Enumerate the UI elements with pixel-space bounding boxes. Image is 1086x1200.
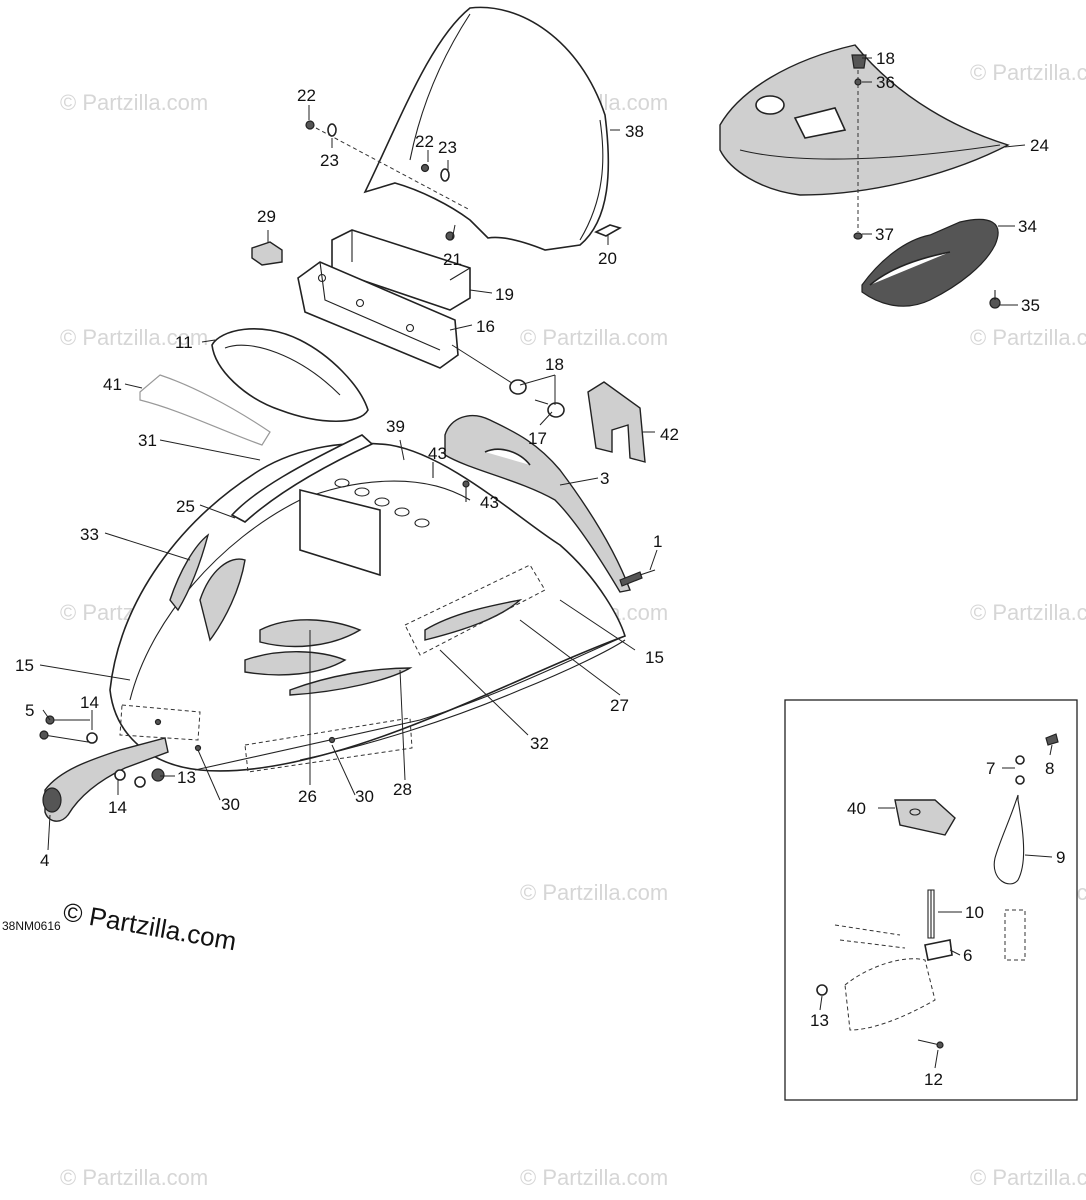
callout-4: 4: [40, 851, 49, 870]
callout-15: 15: [645, 648, 664, 667]
callout-40: 40: [847, 799, 866, 818]
callout-22: 22: [415, 132, 434, 151]
callout-labels: 22 23 22 23 21 38 20 19 16 29 11 41 31 2…: [15, 49, 1065, 1089]
leader-lines: [39, 57, 1053, 1069]
callout-28: 28: [393, 780, 412, 799]
callout-39: 39: [386, 417, 405, 436]
callout-9: 9: [1056, 848, 1065, 867]
callout-27: 27: [610, 696, 629, 715]
callout-30: 30: [355, 787, 374, 806]
watermark: © Partzilla.com: [520, 1165, 668, 1190]
front-bumper-part[interactable]: [42, 737, 169, 822]
clip-part[interactable]: [251, 241, 283, 266]
inset-detail-box: [784, 699, 1078, 1101]
callout-19: 19: [495, 285, 514, 304]
copyright-text: © Partzilla.com: [61, 896, 239, 956]
watermark: © Partzilla.com: [520, 325, 668, 350]
callout-1: 1: [653, 532, 662, 551]
drawing-code: 38NM0616: [2, 919, 61, 933]
storage-cover-part[interactable]: [719, 44, 1010, 196]
callout-13: 13: [177, 768, 196, 787]
callout-23: 23: [438, 138, 457, 157]
callout-8: 8: [1045, 759, 1054, 778]
callout-13: 13: [810, 1011, 829, 1030]
callout-30: 30: [221, 795, 240, 814]
molding-part[interactable]: [139, 374, 271, 446]
push-pin-part: [619, 569, 656, 587]
callout-29: 29: [257, 207, 276, 226]
callout-32: 32: [530, 734, 549, 753]
callout-43: 43: [480, 493, 499, 512]
watermark: © Partzilla.com: [520, 880, 668, 905]
callout-31: 31: [138, 431, 157, 450]
callout-23: 23: [320, 151, 339, 170]
watermark: © Partzilla.com: [60, 90, 208, 115]
console-part[interactable]: [297, 261, 459, 369]
callout-5: 5: [25, 701, 34, 720]
grommets: [451, 344, 565, 418]
watermark: © Partzilla.com: [970, 600, 1086, 625]
tether-cord: [993, 794, 1025, 885]
callout-12: 12: [924, 1070, 943, 1089]
clip-20-part[interactable]: [594, 224, 623, 237]
watermark: © Partzilla.com: [60, 325, 208, 350]
watermark: © Partzilla.com: [970, 1165, 1086, 1190]
callout-24: 24: [1030, 136, 1049, 155]
callout-43: 43: [428, 444, 447, 463]
callout-18: 18: [545, 355, 564, 374]
callout-18: 18: [876, 49, 895, 68]
screw-43: [432, 462, 470, 502]
callout-33: 33: [80, 525, 99, 544]
callout-6: 6: [963, 946, 972, 965]
hood-part[interactable]: [109, 442, 626, 773]
callout-15: 15: [15, 656, 34, 675]
callout-14: 14: [108, 798, 127, 817]
callout-21: 21: [443, 250, 462, 269]
windshield-part[interactable]: [363, 6, 610, 251]
watermark: © Partzilla.com: [60, 1165, 208, 1190]
plate-6: [924, 939, 953, 961]
callout-17: 17: [528, 429, 547, 448]
callout-36: 36: [876, 73, 895, 92]
callout-25: 25: [176, 497, 195, 516]
callout-22: 22: [297, 86, 316, 105]
callout-11: 11: [175, 333, 193, 352]
cover-40-part: [894, 799, 956, 836]
callout-35: 35: [1021, 296, 1040, 315]
vent-trim-part[interactable]: [230, 434, 374, 523]
callout-20: 20: [598, 249, 617, 268]
callout-16: 16: [476, 317, 495, 336]
spring-10: [927, 889, 935, 939]
callout-38: 38: [625, 122, 644, 141]
hood-holes: [334, 478, 430, 528]
screw-35: [989, 290, 1001, 309]
callout-26: 26: [298, 787, 317, 806]
callout-7: 7: [986, 759, 995, 778]
callout-3: 3: [600, 469, 609, 488]
watermark: © Partzilla.com: [970, 60, 1086, 85]
side-trim-part[interactable]: [444, 415, 631, 593]
knee-pad-part[interactable]: [211, 328, 369, 423]
watermark: © Partzilla.com: [970, 325, 1086, 350]
callout-41: 41: [103, 375, 122, 394]
bracket-part[interactable]: [587, 381, 646, 463]
callout-42: 42: [660, 425, 679, 444]
callout-14: 14: [80, 693, 99, 712]
callout-10: 10: [965, 903, 984, 922]
callout-37: 37: [875, 225, 894, 244]
callout-34: 34: [1018, 217, 1037, 236]
grab-handle-part[interactable]: [861, 218, 999, 307]
